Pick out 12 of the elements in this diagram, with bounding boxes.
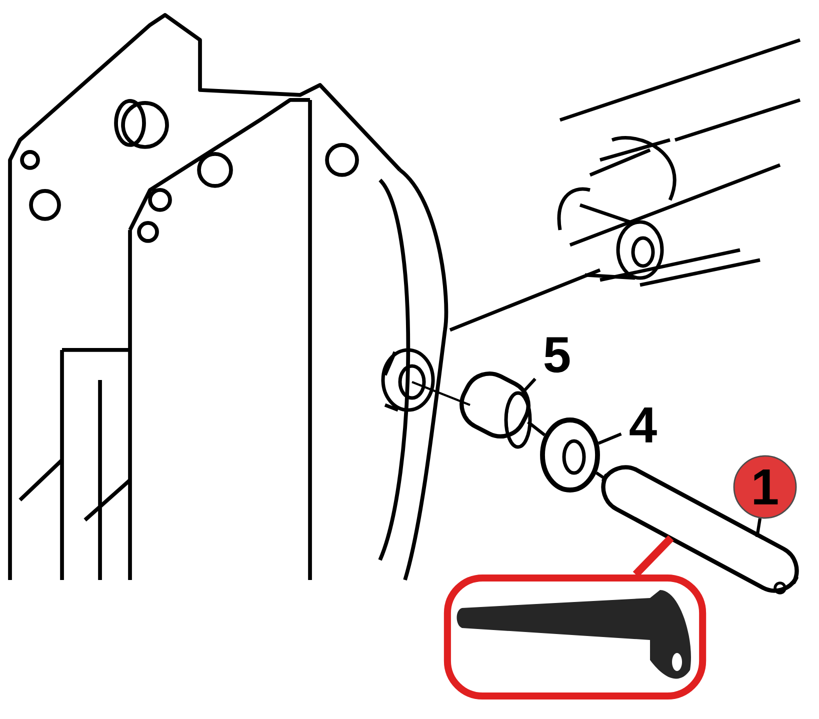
leader-line bbox=[598, 432, 622, 445]
leader-line bbox=[632, 535, 674, 578]
leader-line bbox=[524, 378, 536, 392]
washer bbox=[540, 418, 600, 492]
pin bbox=[601, 465, 799, 594]
callout-number: 5 bbox=[544, 337, 570, 373]
callout-number: 4 bbox=[630, 408, 657, 442]
center-line bbox=[527, 420, 546, 436]
leader-line bbox=[755, 518, 762, 538]
pin-photo bbox=[444, 574, 706, 700]
center-line bbox=[596, 472, 605, 480]
bushing bbox=[460, 372, 532, 449]
